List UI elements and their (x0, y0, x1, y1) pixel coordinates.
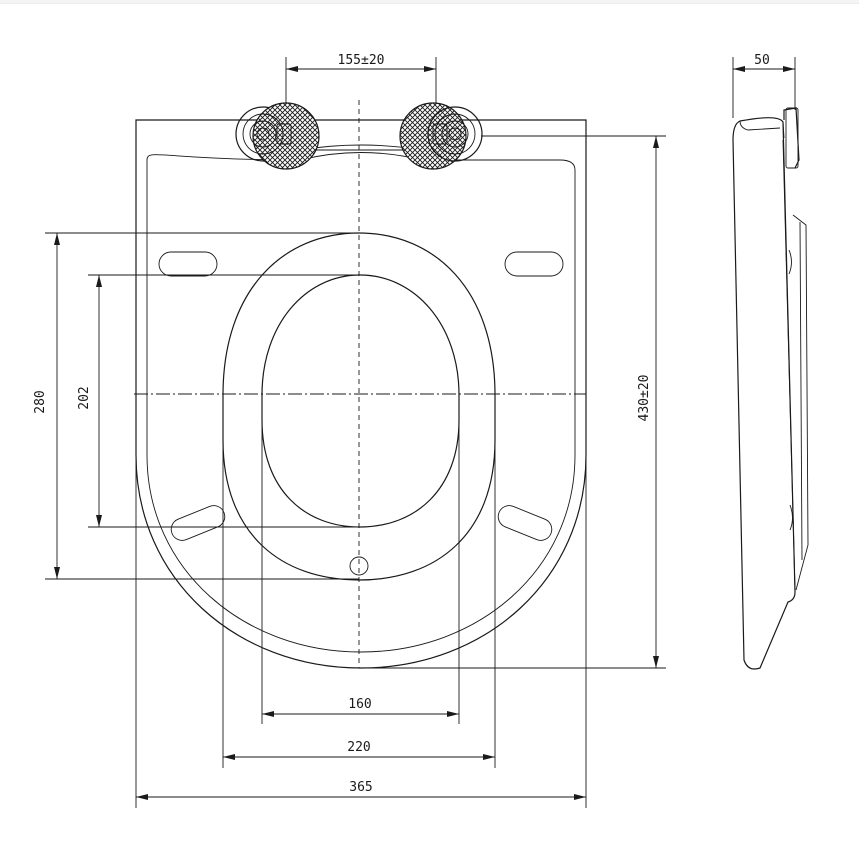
dim-label-outer-ring-width: 220 (347, 740, 370, 755)
dim-label-total-length: 430±20 (637, 375, 652, 422)
hinge-right (399, 102, 483, 170)
dim-label-inner-opening-length: 202 (77, 386, 92, 409)
side-view (732, 107, 809, 670)
side-profile-lid (732, 117, 796, 670)
dim-label-inner-opening-width: 160 (348, 697, 371, 712)
dim-label-seat-depth: 50 (754, 53, 770, 68)
inner-opening (261, 274, 460, 528)
outer-ring (222, 232, 496, 581)
buffer-slot-bottom-left (170, 505, 226, 541)
front-view (134, 100, 587, 669)
buffer-slot-top-right (504, 251, 564, 277)
buffer-slot-bottom-right (497, 505, 553, 541)
dim-label-outer-ring-length: 280 (33, 390, 48, 413)
front-hole (349, 556, 369, 576)
hinge-left (235, 102, 320, 170)
top-frame-strip (0, 0, 859, 4)
dimensions (45, 57, 796, 808)
dim-label-total-width: 365 (349, 780, 372, 795)
buffer-slot-top-left (158, 251, 218, 277)
seat-inner-rim (146, 152, 576, 653)
dim-label-hinge-spacing: 155±20 (338, 53, 385, 68)
